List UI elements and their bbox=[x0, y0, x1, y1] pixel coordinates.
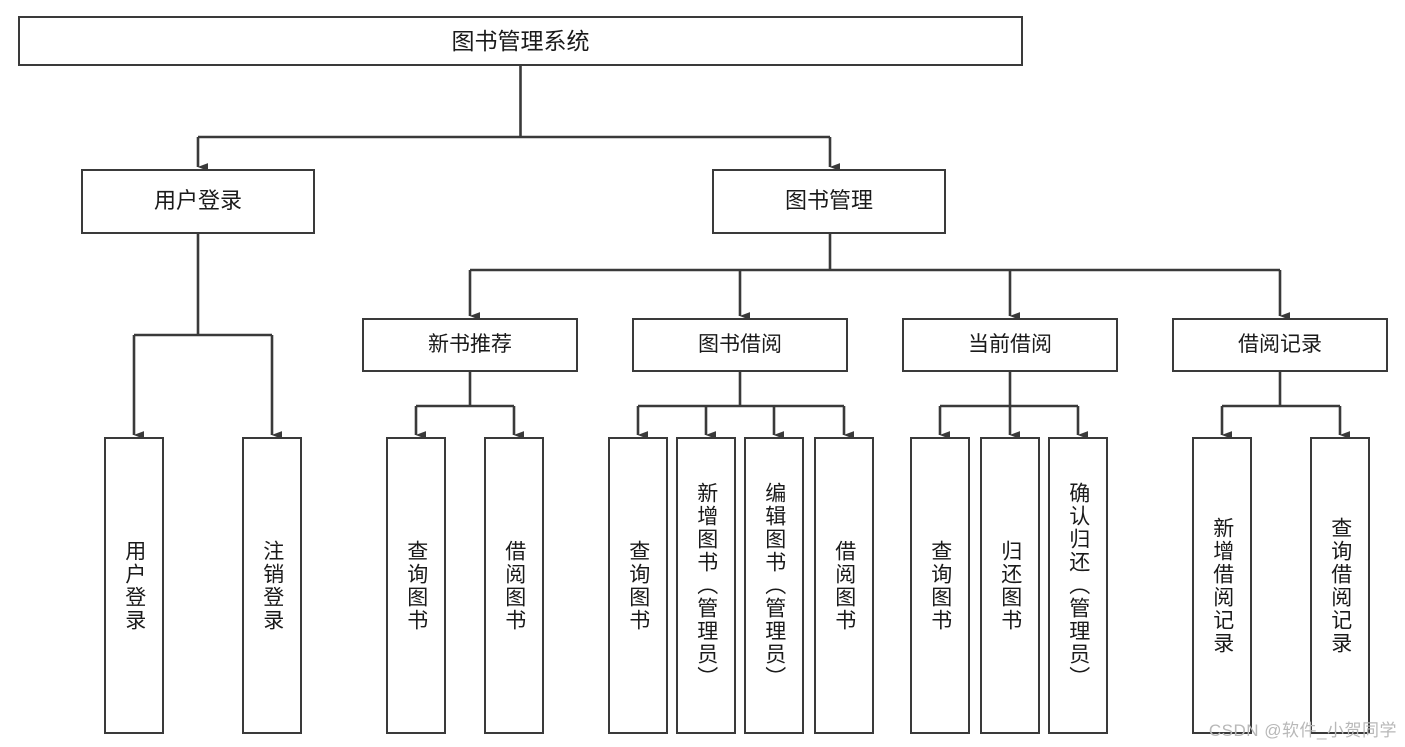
node-leaf-newbook-query-book[interactable]: 查询图书 bbox=[386, 437, 446, 734]
node-root-label: 图书管理系统 bbox=[451, 27, 590, 54]
node-root-book-management-system[interactable]: 图书管理系统 bbox=[18, 16, 1023, 66]
leaf-inner: 用户登录 bbox=[106, 449, 162, 722]
node-leaf-record-query-record[interactable]: 查询借阅记录 bbox=[1310, 437, 1370, 734]
node-leaf-label: 查询图书 bbox=[928, 539, 952, 632]
node-book-management-label: 图书管理 bbox=[784, 188, 873, 214]
node-leaf-borrow-edit-book-admin[interactable]: 编辑图书（管理员） bbox=[744, 437, 804, 734]
node-book-borrow-label: 图书借阅 bbox=[698, 333, 782, 357]
node-leaf-current-confirm-return-admin[interactable]: 确认归还（管理员） bbox=[1048, 437, 1108, 734]
node-leaf-label: 查询借阅记录 bbox=[1328, 516, 1352, 655]
leaf-inner: 借阅图书 bbox=[816, 449, 872, 722]
node-borrow-record-label: 借阅记录 bbox=[1238, 333, 1322, 357]
leaf-inner: 查询借阅记录 bbox=[1312, 449, 1368, 722]
node-leaf-newbook-borrow-book[interactable]: 借阅图书 bbox=[484, 437, 544, 734]
node-leaf-label: 编辑图书（管理员） bbox=[762, 482, 786, 689]
node-leaf-current-query-book[interactable]: 查询图书 bbox=[910, 437, 970, 734]
node-leaf-label: 借阅图书 bbox=[832, 539, 856, 632]
leaf-inner: 编辑图书（管理员） bbox=[746, 449, 802, 722]
leaf-inner: 查询图书 bbox=[912, 449, 968, 722]
node-leaf-label: 借阅图书 bbox=[502, 539, 526, 632]
node-leaf-user-login-logout[interactable]: 注销登录 bbox=[242, 437, 302, 734]
leaf-inner: 确认归还（管理员） bbox=[1050, 449, 1106, 722]
node-leaf-label: 归还图书 bbox=[998, 539, 1022, 632]
node-leaf-record-add-record[interactable]: 新增借阅记录 bbox=[1192, 437, 1252, 734]
node-leaf-label: 注销登录 bbox=[260, 539, 284, 632]
node-leaf-current-return-book[interactable]: 归还图书 bbox=[980, 437, 1040, 734]
node-leaf-borrow-query-book[interactable]: 查询图书 bbox=[608, 437, 668, 734]
leaf-inner: 借阅图书 bbox=[486, 449, 542, 722]
node-user-login[interactable]: 用户登录 bbox=[81, 169, 315, 234]
leaf-inner: 查询图书 bbox=[610, 449, 666, 722]
node-current-borrow-label: 当前借阅 bbox=[968, 333, 1052, 357]
node-leaf-borrow-borrow-book[interactable]: 借阅图书 bbox=[814, 437, 874, 734]
node-leaf-label: 新增借阅记录 bbox=[1210, 516, 1234, 655]
leaf-inner: 新增借阅记录 bbox=[1194, 449, 1250, 722]
node-leaf-label: 用户登录 bbox=[122, 539, 146, 632]
node-current-borrow[interactable]: 当前借阅 bbox=[902, 318, 1118, 372]
node-leaf-label: 查询图书 bbox=[404, 539, 428, 632]
node-book-borrow[interactable]: 图书借阅 bbox=[632, 318, 848, 372]
node-new-book-recommend[interactable]: 新书推荐 bbox=[362, 318, 578, 372]
node-borrow-record[interactable]: 借阅记录 bbox=[1172, 318, 1388, 372]
leaf-inner: 查询图书 bbox=[388, 449, 444, 722]
leaf-inner: 注销登录 bbox=[244, 449, 300, 722]
node-leaf-label: 查询图书 bbox=[626, 539, 650, 632]
leaf-inner: 新增图书（管理员） bbox=[678, 449, 734, 722]
node-user-login-label: 用户登录 bbox=[153, 188, 242, 214]
watermark-csdn: CSDN @软件_小贺同学 bbox=[1208, 721, 1397, 740]
node-leaf-borrow-add-book-admin[interactable]: 新增图书（管理员） bbox=[676, 437, 736, 734]
node-book-management[interactable]: 图书管理 bbox=[712, 169, 946, 234]
leaf-inner: 归还图书 bbox=[982, 449, 1038, 722]
node-new-book-recommend-label: 新书推荐 bbox=[428, 333, 512, 357]
node-leaf-label: 新增图书（管理员） bbox=[694, 482, 718, 689]
node-leaf-user-login-login[interactable]: 用户登录 bbox=[104, 437, 164, 734]
node-leaf-label: 确认归还（管理员） bbox=[1066, 482, 1090, 689]
